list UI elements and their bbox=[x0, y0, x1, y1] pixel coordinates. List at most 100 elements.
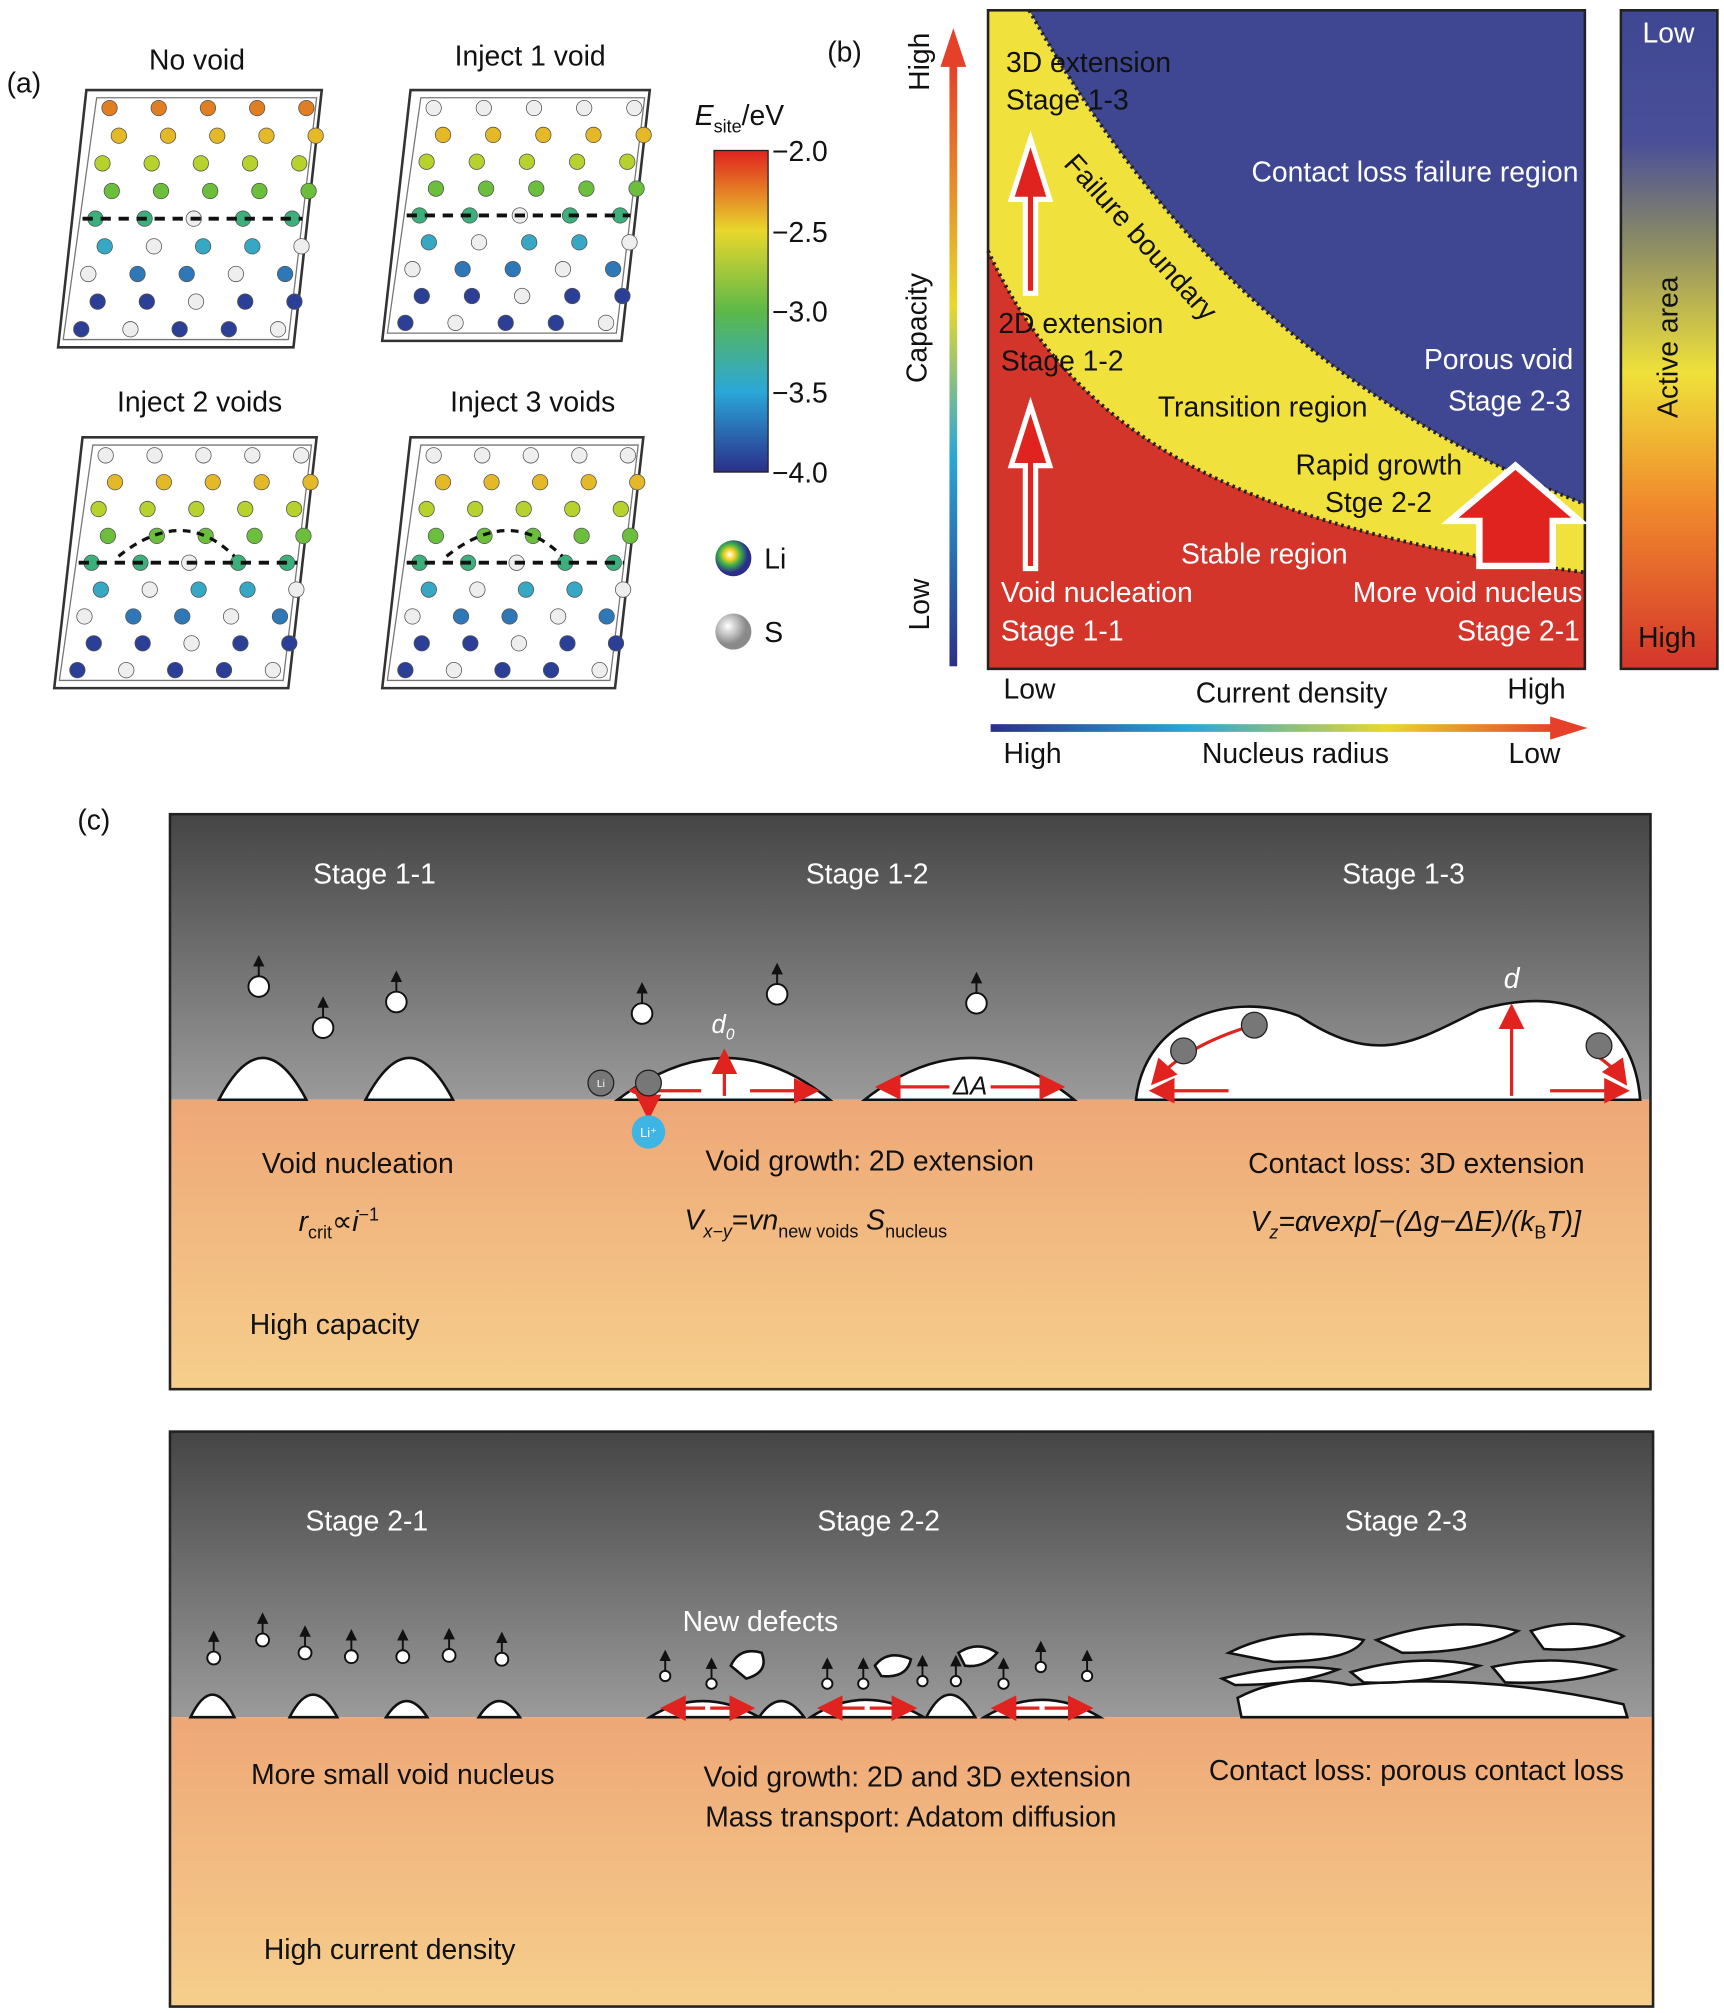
void-growth-text: Void growth: 2D extension bbox=[705, 1144, 1034, 1176]
li-atom bbox=[174, 608, 191, 625]
li-atom bbox=[286, 500, 303, 518]
li-atom bbox=[535, 126, 552, 144]
li-atom bbox=[427, 527, 445, 544]
contact-loss-text: Contact loss: 3D extension bbox=[1248, 1147, 1584, 1179]
s-atom bbox=[76, 608, 93, 625]
stage-2-1-title: Stage 2-1 bbox=[305, 1505, 428, 1537]
big-up-arrow-icon bbox=[1441, 461, 1589, 570]
li-atom bbox=[518, 153, 536, 170]
s-atom bbox=[227, 265, 245, 283]
li-atom bbox=[103, 182, 120, 200]
li-atom bbox=[143, 155, 160, 172]
region-3d-extension: 3D extension bbox=[1006, 46, 1171, 78]
li-atom bbox=[619, 153, 636, 170]
li-atom bbox=[241, 155, 259, 172]
li-atom bbox=[585, 126, 602, 144]
li-atom bbox=[190, 581, 207, 598]
li-atom bbox=[110, 127, 127, 144]
li-atom bbox=[559, 635, 576, 652]
li-atom bbox=[434, 126, 452, 144]
li-ion-icon bbox=[255, 1612, 270, 1648]
li-ion-icon bbox=[343, 1629, 359, 1665]
tick: −4.0 bbox=[772, 456, 828, 488]
li-atom bbox=[566, 581, 583, 598]
s-atom bbox=[522, 447, 539, 464]
panel-c-label: (c) bbox=[77, 804, 110, 836]
s-atom bbox=[122, 321, 139, 338]
new-defects-label: New defects bbox=[683, 1605, 839, 1637]
li-atom bbox=[96, 238, 113, 255]
s-atom bbox=[145, 238, 163, 255]
tick: −3.5 bbox=[772, 377, 828, 409]
stage-2-2-title: Stage 2-2 bbox=[817, 1505, 940, 1537]
li-atom bbox=[420, 234, 437, 251]
stage-1-1-label: Stage 1-1 bbox=[1001, 615, 1124, 647]
li-ion-icon bbox=[1080, 1649, 1094, 1683]
li-atom bbox=[427, 180, 445, 197]
li-ion-icon bbox=[297, 1625, 313, 1661]
tick: −3.0 bbox=[772, 296, 828, 328]
li-atom bbox=[197, 527, 214, 544]
title-inject-3: Inject 3 voids bbox=[450, 386, 615, 418]
active-area-title: Active area bbox=[1651, 276, 1683, 418]
d0-label: d0 bbox=[712, 1011, 735, 1043]
formula-v-xy: Vx−y=vnnew voids Snucleus bbox=[684, 1204, 947, 1242]
li-atom bbox=[204, 474, 221, 491]
li-atom bbox=[467, 500, 484, 518]
s-atom bbox=[470, 234, 488, 251]
li-atom bbox=[302, 474, 319, 491]
li-atom bbox=[286, 293, 303, 310]
li-ion-label: Li⁺ bbox=[640, 1125, 657, 1140]
li-atom bbox=[463, 287, 481, 305]
stage-2-1-label: Stage 2-1 bbox=[1457, 615, 1580, 647]
s-atom bbox=[80, 265, 97, 283]
x1-title: Current density bbox=[1196, 676, 1389, 708]
transition-region: Transition region bbox=[1158, 391, 1368, 423]
delta-a-label: ΔA bbox=[952, 1073, 987, 1101]
panel-b-label: (b) bbox=[827, 36, 862, 68]
li-ion-icon bbox=[441, 1627, 457, 1663]
li-atom bbox=[101, 99, 118, 117]
li-atom bbox=[220, 321, 237, 338]
s-atom bbox=[445, 662, 463, 679]
phase-diagram bbox=[986, 9, 1589, 671]
li-atom bbox=[485, 126, 502, 144]
li-atom bbox=[94, 155, 111, 172]
li-atom bbox=[418, 153, 435, 170]
s-atom bbox=[141, 581, 158, 598]
s-atom bbox=[222, 608, 240, 625]
x2-title: Nucleus radius bbox=[1202, 737, 1389, 769]
li-atom bbox=[246, 527, 263, 544]
s-atom bbox=[510, 635, 527, 652]
li-atom bbox=[199, 99, 217, 117]
title-inject-1: Inject 1 void bbox=[455, 40, 606, 72]
li-atom-label: Li bbox=[597, 1079, 605, 1090]
li-atom bbox=[295, 527, 312, 544]
li-ion-icon bbox=[765, 962, 789, 1006]
s-atom bbox=[118, 662, 135, 679]
li-ion-icon bbox=[385, 970, 408, 1014]
li-atom bbox=[129, 265, 146, 283]
li-ion-icon bbox=[247, 955, 270, 998]
li-atom bbox=[420, 581, 437, 598]
li-atom bbox=[239, 581, 256, 598]
stage-2-schematic bbox=[168, 1430, 1655, 2008]
y-title: Capacity bbox=[900, 272, 932, 383]
li-atom bbox=[253, 474, 270, 491]
li-ion-icon bbox=[705, 1657, 718, 1690]
li-atom bbox=[249, 99, 266, 117]
high-current-density-text: High current density bbox=[264, 1933, 516, 1965]
formula-v-z: Vz=αvexp[−(Δg−ΔE)/(kBT)] bbox=[1250, 1205, 1582, 1243]
li-atom bbox=[155, 474, 172, 491]
region-2d-extension: 2D extension bbox=[998, 307, 1163, 339]
lattice-box bbox=[56, 88, 324, 349]
li-ion-icon bbox=[1034, 1640, 1047, 1674]
li-atom bbox=[635, 126, 652, 144]
li-atom bbox=[69, 662, 86, 679]
li-atom bbox=[468, 153, 485, 170]
li-atom bbox=[517, 581, 535, 598]
x1-high: High bbox=[1507, 672, 1565, 704]
li-ion-icon bbox=[857, 1657, 870, 1690]
s-atom bbox=[474, 447, 491, 464]
s-atom bbox=[97, 447, 114, 464]
